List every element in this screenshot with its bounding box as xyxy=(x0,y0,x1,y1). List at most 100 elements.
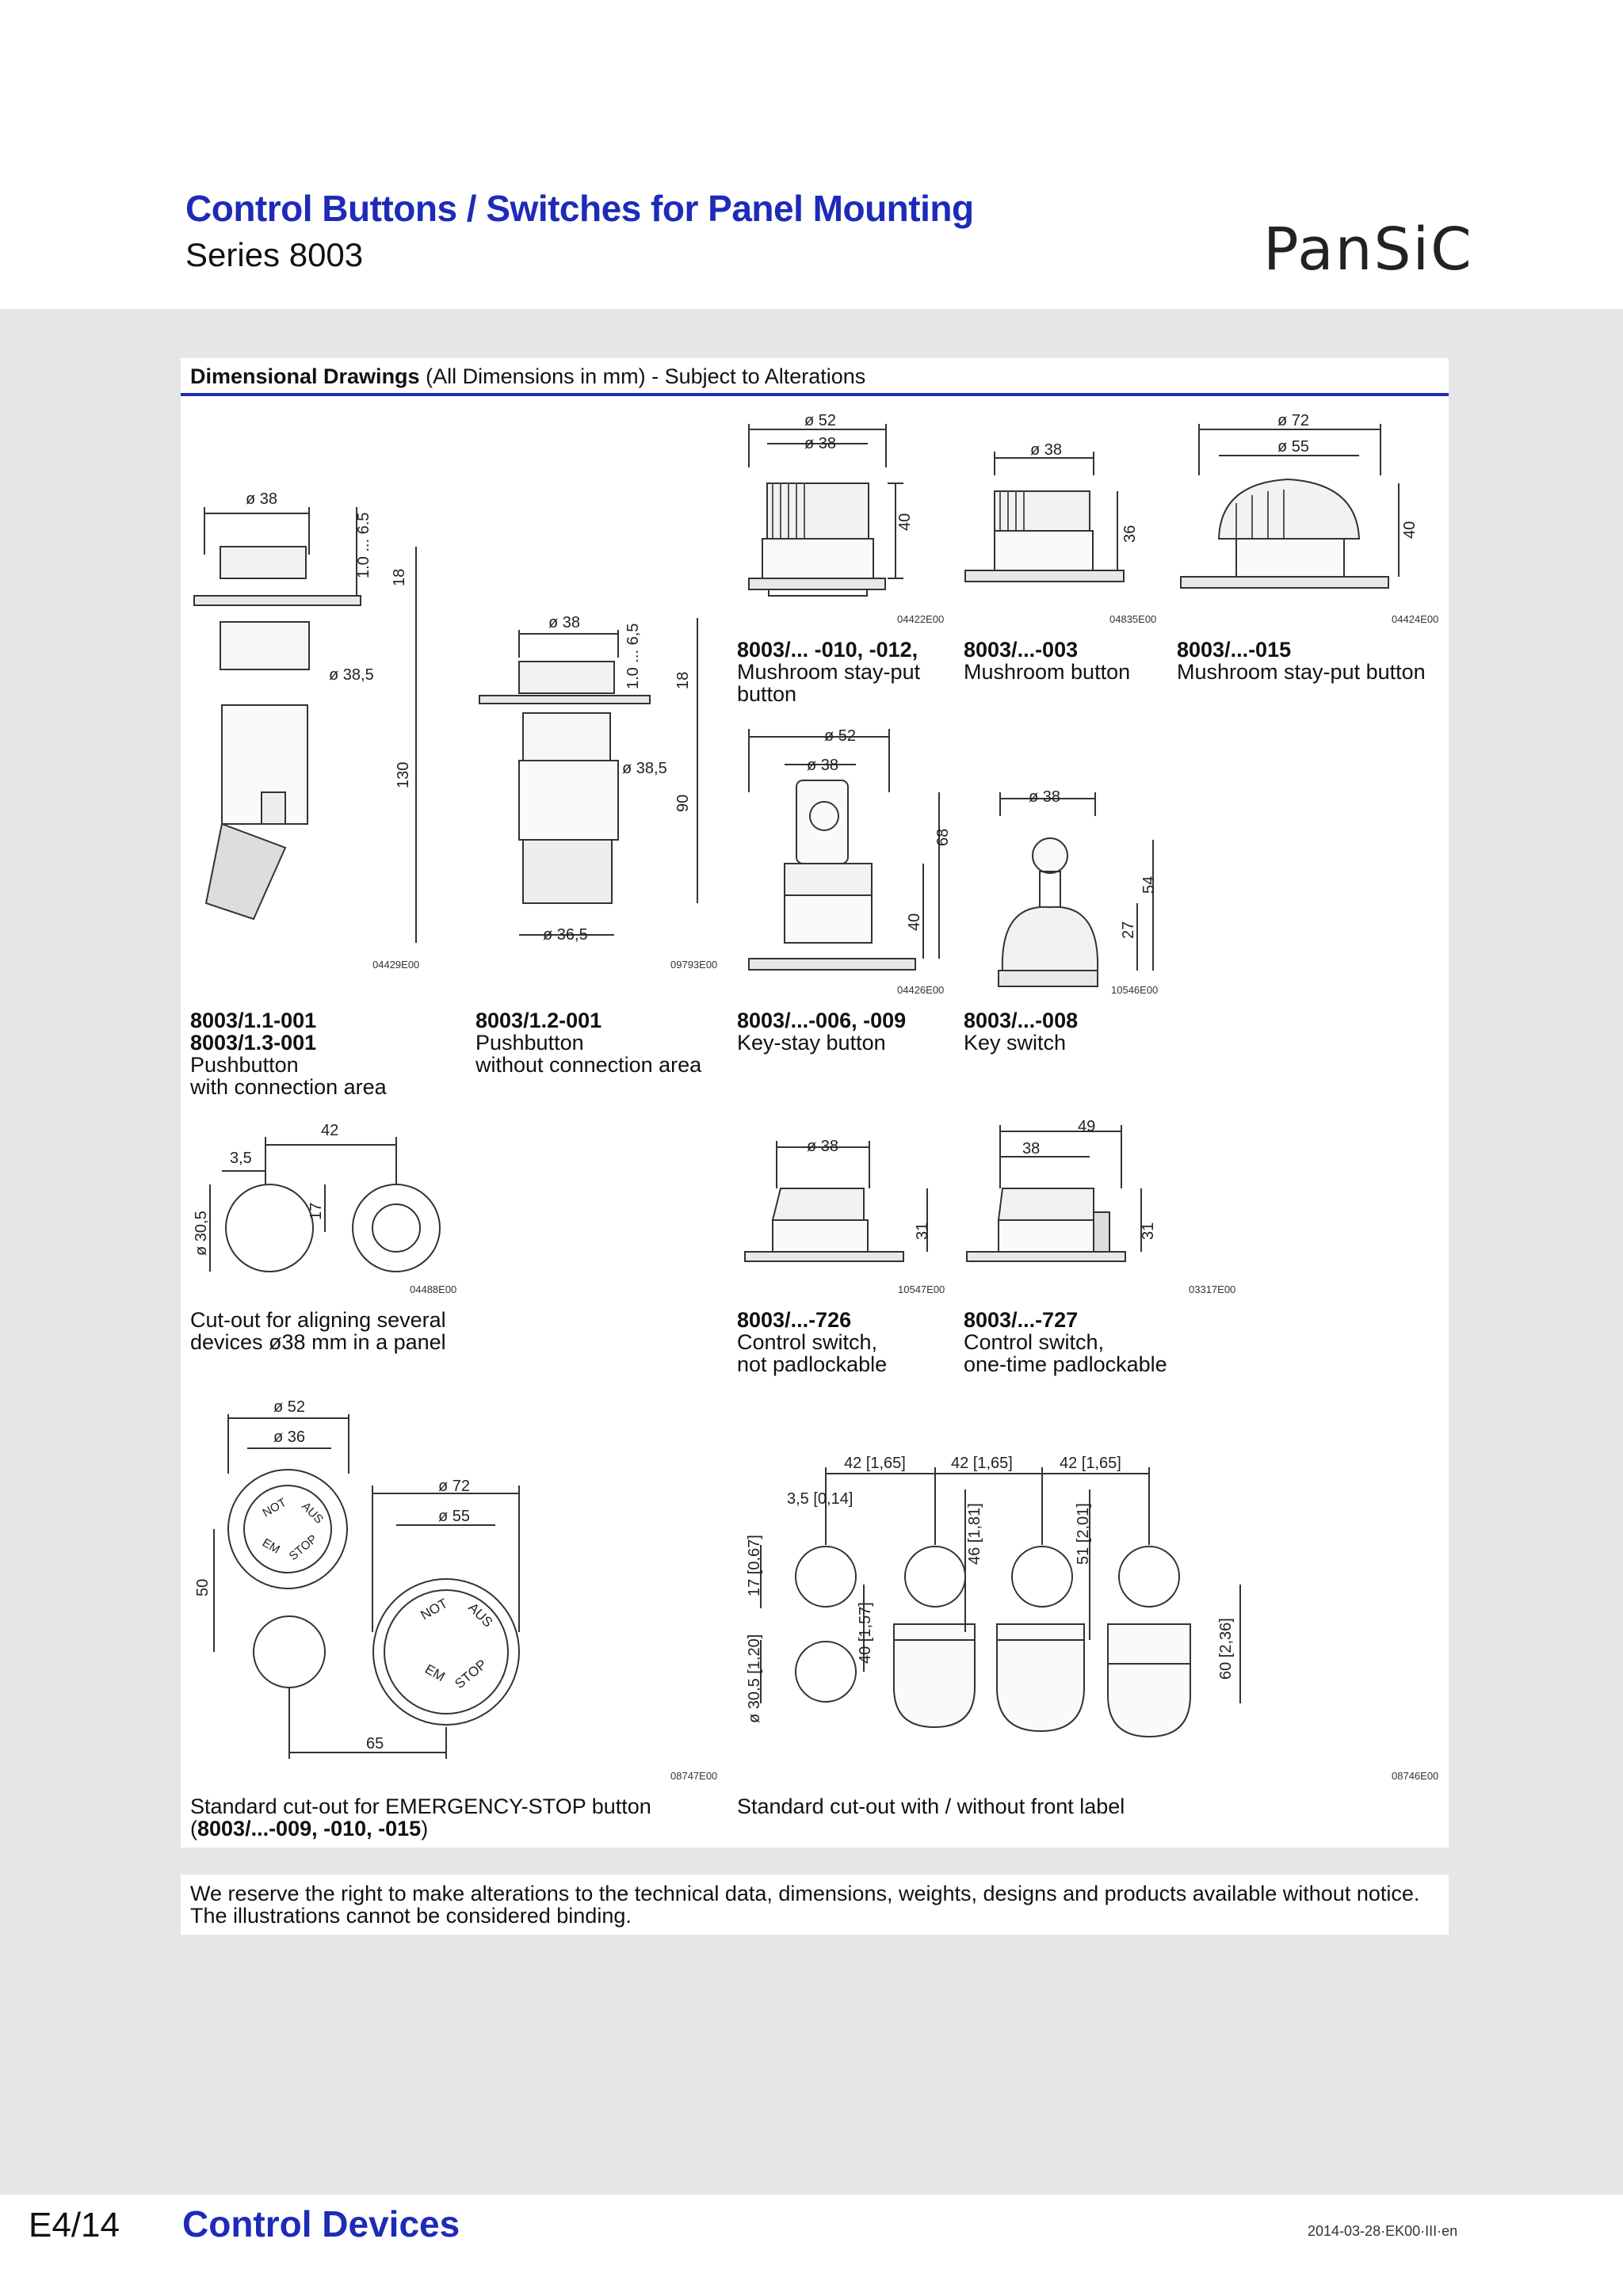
key-switch-drawing xyxy=(998,792,1154,987)
caption-pushbutton-connection: 8003/1.1-001 8003/1.3-001 Pushbutton wit… xyxy=(190,1009,387,1098)
caption-line: not padlockable xyxy=(737,1352,888,1376)
page-subtitle: Series 8003 xyxy=(185,236,364,273)
dim-push2-d38: ø 38 xyxy=(548,614,580,631)
caption-cutout-aligning: Cut-out for aligning several devices ø38… xyxy=(190,1309,446,1353)
caption-mushroom-button: 8003/...-003 Mushroom button xyxy=(964,639,1130,683)
dim-cutout-35: 3,5 xyxy=(230,1150,252,1167)
dim-push2-d365: ø 36,5 xyxy=(543,926,588,944)
image-code: 10546E00 xyxy=(1111,984,1159,996)
dim-ctrl1-h31: 31 xyxy=(914,1222,931,1240)
caption-line: Pushbutton xyxy=(190,1053,299,1077)
caption-line: without connection area xyxy=(475,1053,702,1077)
dim-cutout-42: 42 xyxy=(321,1122,338,1139)
notice-text: We reserve the right to make alterations… xyxy=(190,1882,1419,1927)
dim-push1-d38: ø 38 xyxy=(246,490,277,508)
dim-mushroom3-d72: ø 72 xyxy=(1277,412,1309,429)
caption-model: 8003/...-727 xyxy=(964,1308,1079,1332)
notice-line: We reserve the right to make alterations… xyxy=(190,1882,1420,1905)
image-code: 08747E00 xyxy=(670,1770,718,1782)
dim-push2-d385: ø 38,5 xyxy=(622,760,667,777)
caption-control-switch-726: 8003/...-726 Control switch, not padlock… xyxy=(737,1309,887,1375)
caption-line: Cut-out for aligning several xyxy=(190,1308,446,1332)
image-code: 09793E00 xyxy=(670,959,718,971)
estop-label-aus-small: AUS xyxy=(299,1500,326,1527)
paren-open: ( xyxy=(190,1817,197,1840)
mushroom-stay-put-large-drawing xyxy=(1180,424,1400,589)
page-number: E4/14 xyxy=(29,2206,120,2245)
dim-mushroom1-d38: ø 38 xyxy=(804,435,836,452)
dim-label-42c: 42 [1,65] xyxy=(1060,1455,1121,1472)
dim-ctrl2-w38: 38 xyxy=(1022,1140,1040,1158)
caption-emergency-stop-cutout: Standard cut-out for EMERGENCY-STOP butt… xyxy=(190,1795,651,1840)
image-code: 10547E00 xyxy=(898,1283,945,1295)
dim-label-51: 51 [2,01] xyxy=(1075,1503,1092,1565)
section-heading-bold: Dimensional Drawings xyxy=(190,364,420,388)
dim-ctrl1-d38: ø 38 xyxy=(807,1138,838,1155)
dim-push1-h18: 18 xyxy=(391,569,408,586)
dim-estop-d72: ø 72 xyxy=(438,1478,470,1495)
dim-ctrl2-h31: 31 xyxy=(1140,1222,1157,1240)
page-title: Control Buttons / Switches for Panel Mou… xyxy=(185,188,974,229)
caption-key-stay: 8003/...-006, -009 Key-stay button xyxy=(737,1009,906,1054)
dim-push1-h130: 130 xyxy=(395,762,412,788)
estop-label-stop-large: STOP xyxy=(452,1657,489,1691)
caption-line: with connection area xyxy=(190,1075,387,1099)
estop-label-not-large: NOT xyxy=(418,1596,451,1623)
notice-box xyxy=(181,1875,1449,1935)
dim-key2-h27: 27 xyxy=(1120,921,1137,939)
caption-front-label-cutout: Standard cut-out with / without front la… xyxy=(737,1795,1125,1817)
dim-mushroom2-h36: 36 xyxy=(1121,525,1139,543)
section-divider xyxy=(181,393,1449,396)
caption-line: Standard cut-out for EMERGENCY-STOP butt… xyxy=(190,1794,651,1818)
image-code: 04488E00 xyxy=(410,1283,457,1295)
caption-model: 8003/...-726 xyxy=(737,1308,852,1332)
caption-model: 8003/...-006, -009 xyxy=(737,1009,907,1032)
pushbutton-connection-drawing xyxy=(193,507,417,943)
dim-label-46: 46 [1,81] xyxy=(966,1503,983,1565)
dim-ctrl2-w49: 49 xyxy=(1078,1118,1095,1135)
image-code: 04835E00 xyxy=(1109,613,1157,625)
notice-line: The illustrations cannot be considered b… xyxy=(190,1904,632,1928)
dim-mushroom2-d38: ø 38 xyxy=(1030,441,1062,459)
image-code: 04426E00 xyxy=(897,984,945,996)
dim-push1-range: 1.0 ... 6.5 xyxy=(355,513,372,578)
dim-mushroom1-d52: ø 52 xyxy=(804,412,836,429)
estop-label-not-small: NOT xyxy=(261,1496,289,1520)
dim-label-60: 60 [2,36] xyxy=(1217,1618,1235,1680)
estop-label-stop-small: STOP xyxy=(287,1532,320,1563)
dim-estop-d55: ø 55 xyxy=(438,1508,470,1525)
caption-model: 8003/... -010, -012, xyxy=(737,638,918,662)
dim-cutout-d305: ø 30,5 xyxy=(193,1211,210,1256)
image-code: 08746E00 xyxy=(1392,1770,1439,1782)
page-header xyxy=(0,0,1623,309)
dim-label-40: 40 [1,57] xyxy=(857,1602,874,1664)
dim-estop-65: 65 xyxy=(366,1735,384,1753)
mushroom-stay-put-drawing xyxy=(748,424,903,597)
dim-estop-d52: ø 52 xyxy=(273,1398,305,1416)
key-stay-button-drawing xyxy=(748,729,940,971)
image-code: 03317E00 xyxy=(1189,1283,1236,1295)
caption-line: Standard cut-out with / without front la… xyxy=(737,1794,1125,1818)
image-code: 04424E00 xyxy=(1392,613,1439,625)
dim-cutout-17: 17 xyxy=(307,1203,325,1220)
caption-line: button xyxy=(737,682,797,706)
pushbutton-no-connection-drawing xyxy=(479,618,698,936)
dim-push2-h18: 18 xyxy=(674,672,692,689)
caption-model: 8003/1.3-001 xyxy=(190,1031,317,1055)
dim-push1-d385: ø 38,5 xyxy=(329,666,374,684)
front-label-cutout-drawing xyxy=(760,1467,1241,1738)
estop-label-em-large: EM xyxy=(422,1661,448,1684)
estop-label-em-small: EM xyxy=(260,1536,282,1557)
drawings-panel xyxy=(181,358,1449,1848)
caption-model: 8003/1.1-001 xyxy=(190,1009,317,1032)
caption-line: Control switch, xyxy=(737,1330,878,1354)
caption-line: one-time padlockable xyxy=(964,1352,1167,1376)
dim-key1-d38: ø 38 xyxy=(807,757,838,774)
document-reference: 2014-03-28·EK00·III·en xyxy=(1308,2223,1458,2239)
caption-control-switch-727: 8003/...-727 Control switch, one-time pa… xyxy=(964,1309,1167,1375)
image-code: 04422E00 xyxy=(897,613,945,625)
image-code: 04429E00 xyxy=(372,959,420,971)
paren-close: ) xyxy=(421,1817,429,1840)
caption-line: Mushroom stay-put xyxy=(737,660,921,684)
control-switch-726-drawing xyxy=(744,1141,928,1262)
